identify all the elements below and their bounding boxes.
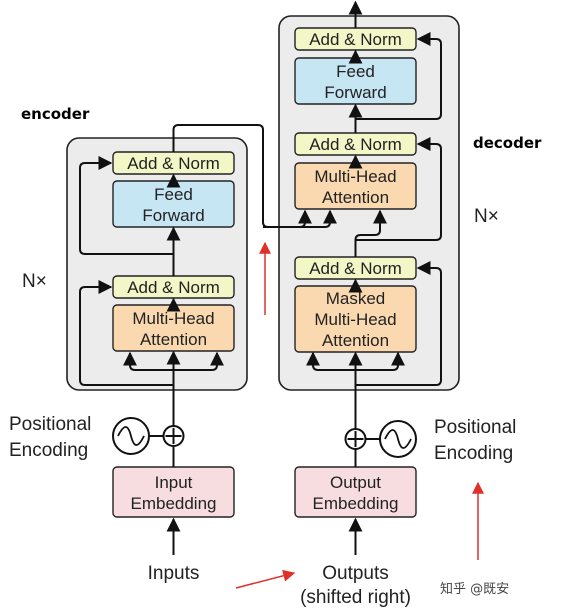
decoder-mha-line2: Attention [322, 188, 389, 207]
outputs-label-line2: (shifted right) [300, 587, 411, 608]
decoder-mha-line1: Multi-Head [314, 167, 396, 186]
input-embedding-line2: Embedding [130, 494, 216, 513]
positional-right-line2: Encoding [434, 443, 513, 464]
decoder-ff-line2: Forward [324, 83, 386, 102]
encoder-add-norm-bottom-label: Add & Norm [127, 278, 220, 297]
decoder-repeat: N× [474, 206, 499, 227]
encoder-arrows [79, 124, 337, 555]
encoder-repeat: N× [22, 271, 47, 292]
encoder-mha-line2: Attention [140, 330, 207, 349]
outputs-label-line1: Outputs [322, 563, 389, 584]
encoder-panel [66, 137, 248, 391]
decoder-ff-line1: Feed [336, 62, 375, 81]
encoder-title: encoder [21, 105, 90, 123]
positional-right-line1: Positional [434, 417, 516, 438]
decoder-masked-line3: Attention [322, 331, 389, 350]
positional-left-line2: Encoding [9, 440, 88, 461]
encoder-ff-line2: Forward [142, 206, 204, 225]
decoder-masked-line2: Multi-Head [314, 310, 396, 329]
decoder-positional-encoding [344, 420, 417, 458]
inputs-label: Inputs [148, 563, 200, 584]
red-arrow-bottom [235, 569, 296, 589]
decoder-add-norm-top-label: Add & Norm [309, 30, 402, 49]
encoder-positional-encoding [112, 417, 185, 455]
encoder-ff-line1: Feed [154, 185, 193, 204]
annotation-arrows [235, 241, 484, 589]
input-embedding-line1: Input [155, 473, 193, 492]
decoder-title: decoder [473, 134, 542, 152]
output-embedding-line2: Embedding [312, 494, 398, 513]
encoder-mha-line1: Multi-Head [132, 309, 214, 328]
positional-left-line1: Positional [9, 414, 91, 435]
watermark: 知乎 @既安 [440, 581, 509, 597]
decoder-add-norm-bottom-label: Add & Norm [309, 259, 402, 278]
output-embedding-line1: Output [330, 473, 381, 492]
decoder-add-norm-mid-label: Add & Norm [309, 135, 402, 154]
decoder-arrows [306, 0, 442, 555]
decoder-masked-line1: Masked [326, 289, 386, 308]
encoder-add-norm-top-label: Add & Norm [127, 154, 220, 173]
